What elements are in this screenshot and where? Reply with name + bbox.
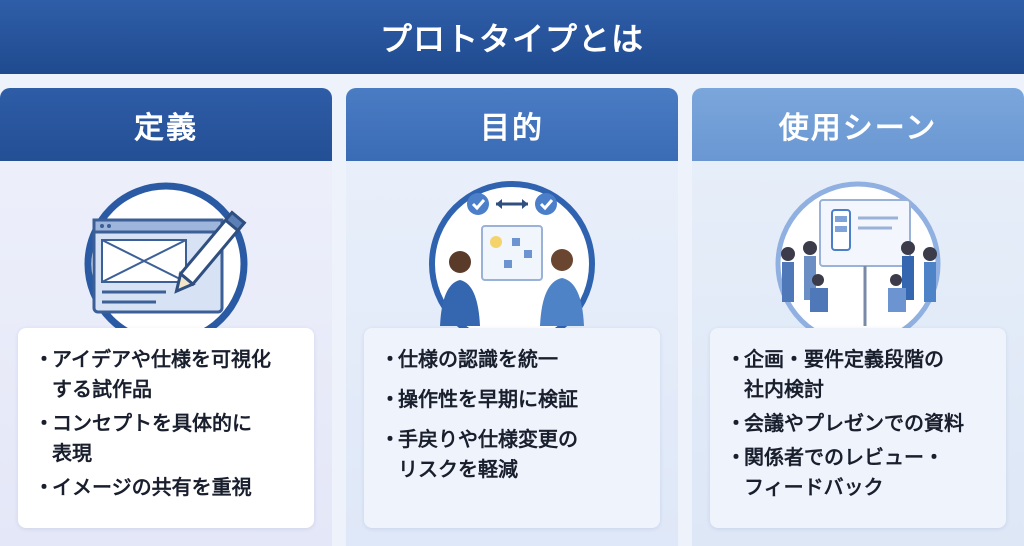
team-discussion-icon xyxy=(429,181,595,336)
column-heading: 目的 xyxy=(346,88,678,161)
column-heading: 使用シーン xyxy=(692,88,1024,161)
list-item: ・企画・要件定義段階の 社内検討 xyxy=(726,347,944,401)
column-heading: 定義 xyxy=(0,88,332,161)
column-definition: 定義 ・アイデアや仕様を可視化 する試作品 ・コンセプトを具体的に 表現 ・イメ… xyxy=(0,88,332,546)
list-item: ・イメージの共有を重視 xyxy=(34,475,252,499)
page-title: プロトタイプとは xyxy=(0,0,1024,74)
purpose-card: ・仕様の認識を統一 ・操作性を早期に検証 ・手戻りや仕様変更の リスクを軽減 xyxy=(364,328,660,528)
wireframe-pencil-icon xyxy=(84,182,248,336)
usage-card: ・企画・要件定義段階の 社内検討 ・会議やプレゼンでの資料 ・関係者でのレビュー… xyxy=(710,328,1006,528)
list-item: ・アイデアや仕様を可視化 する試作品 xyxy=(34,347,271,401)
presentation-meeting-icon xyxy=(775,181,941,336)
definition-card: ・アイデアや仕様を可視化 する試作品 ・コンセプトを具体的に 表現 ・イメージの… xyxy=(18,328,314,528)
list-item: ・手戻りや仕様変更の リスクを軽減 xyxy=(380,427,578,481)
column-purpose: 目的 ・仕様の認識を統一 ・操作性を早期に検証 ・手戻りや仕様変更の リスクを軽… xyxy=(346,88,678,546)
list-item: ・会議やプレゼンでの資料 xyxy=(726,411,964,435)
list-item: ・コンセプトを具体的に 表現 xyxy=(34,411,252,465)
list-item: ・関係者でのレビュー・ フィードバック xyxy=(726,445,944,499)
list-item: ・仕様の認識を統一 xyxy=(380,347,558,371)
list-item: ・操作性を早期に検証 xyxy=(380,387,578,411)
column-usage-scenes: 使用シーン ・企画・要件定義段階の 社内検討 ・会議やプレゼンでの資料 ・関係者… xyxy=(692,88,1024,546)
